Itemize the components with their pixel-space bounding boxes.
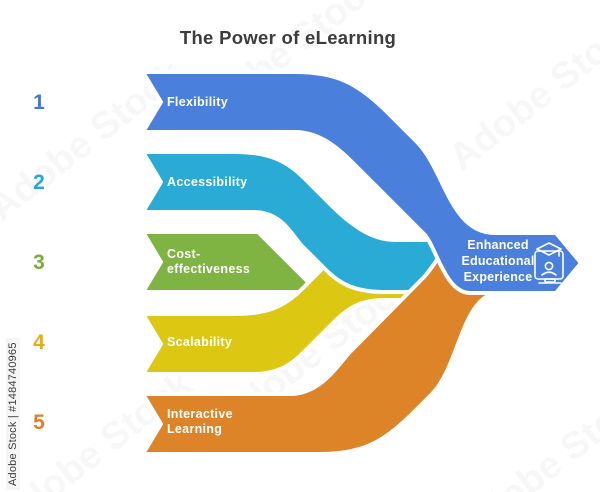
page-title: The Power of eLearning [179,27,397,48]
graduation-cap-laptop-icon [534,242,564,284]
person-head [544,261,554,271]
step-number-2: 2 [33,171,45,194]
step-number-3: 3 [33,251,45,274]
band-label-scalability: Scalability [167,334,233,349]
step-number-1: 1 [33,91,45,114]
band-cost-effectiveness [141,230,320,294]
step-number-4: 4 [33,331,45,354]
band-label-cost-effectiveness: Cost- effectiveness [167,247,251,276]
result-label: Enhanced Educational Experience [461,238,535,284]
watermark-stock-id: Adobe Stock | #1484740965 [6,338,20,490]
person-shoulders [541,271,557,276]
graduation-cap [536,242,562,256]
band-label-accessibility: Accessibility [167,174,248,189]
monitor-stand [544,278,556,283]
band-label-interactive-learning: Interactive Learning [167,407,233,436]
step-number-5: 5 [33,411,45,434]
band-label-flexibility: Flexibility [167,94,228,109]
band-flexibility-and-result-arrow [141,70,583,295]
